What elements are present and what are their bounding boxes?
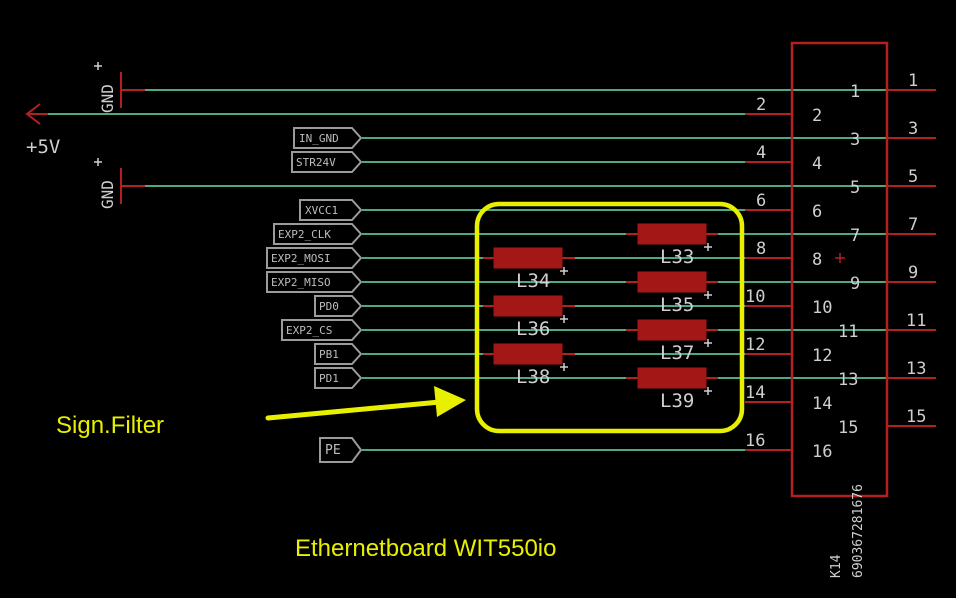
- connector-name-label: K14: [829, 554, 844, 578]
- vcc-label: +5V: [26, 136, 60, 158]
- plus-marker-icon: [94, 62, 102, 70]
- connector-left-stubs: [745, 113, 792, 451]
- net-label-pd0[interactable]: PD0: [314, 295, 363, 317]
- gnd-label-top: GND: [98, 84, 117, 113]
- net-label-in-gnd[interactable]: IN_GND: [293, 127, 363, 149]
- net-label-exp2-mosi[interactable]: EXP2_MOSI: [266, 247, 363, 269]
- pin-inner-13: 13: [838, 370, 858, 390]
- pin-outer-11: 11: [906, 311, 926, 331]
- filter-l38[interactable]: L38: [483, 343, 575, 388]
- net-label-exp2-clk[interactable]: EXP2_CLK: [273, 223, 363, 245]
- svg-text:L37: L37: [660, 342, 694, 364]
- wire-num-12: 12: [745, 335, 765, 355]
- pin-inner-15: 15: [838, 418, 858, 438]
- svg-text:EXP2_CS: EXP2_CS: [286, 324, 332, 337]
- svg-text:EXP2_MOSI: EXP2_MOSI: [271, 252, 331, 265]
- pin-inner-8: 8: [812, 250, 822, 270]
- net-wires: [40, 89, 936, 451]
- svg-text:PB1: PB1: [319, 348, 339, 361]
- pin-outer-9: 9: [908, 263, 918, 283]
- pin-inner-2: 2: [812, 106, 822, 126]
- svg-text:EXP2_CLK: EXP2_CLK: [278, 228, 331, 241]
- board-annotation: Ethernetboard WIT550io: [295, 535, 556, 562]
- svg-text:L33: L33: [660, 246, 694, 268]
- pin-outer-13: 13: [906, 359, 926, 379]
- pin-outer-15: 15: [906, 407, 926, 427]
- svg-text:PD1: PD1: [319, 372, 339, 385]
- filter-l35[interactable]: L35: [626, 271, 718, 316]
- filter-l33[interactable]: L33: [626, 223, 718, 268]
- gnd-symbol-bottom: GND: [94, 158, 145, 209]
- pin-inner-5: 5: [850, 178, 860, 198]
- pin-inner-11: 11: [838, 322, 858, 342]
- svg-text:PE: PE: [325, 443, 341, 458]
- pin-inner-6: 6: [812, 202, 822, 222]
- filter-components: L34 L36 L38 L33 L35: [483, 223, 718, 412]
- wire-num-10: 10: [745, 287, 765, 307]
- net-label-exp2-cs[interactable]: EXP2_CS: [281, 319, 363, 341]
- pin-outer-1: 1: [908, 71, 918, 91]
- pin-inner-1: 1: [850, 82, 860, 102]
- svg-text:L35: L35: [660, 294, 694, 316]
- net-label-pd1[interactable]: PD1: [314, 367, 363, 389]
- pin-inner-4: 4: [812, 154, 822, 174]
- net-label-str24v[interactable]: STR24V: [291, 151, 363, 173]
- plus-marker-icon: [94, 158, 102, 166]
- filter-arrow-icon: [265, 386, 466, 421]
- net-labels: IN_GND STR24V XVCC1 EXP2_CLK EXP2_MOSI E…: [266, 127, 363, 463]
- connector-body: [790, 41, 889, 498]
- svg-text:STR24V: STR24V: [296, 156, 336, 169]
- net-label-exp2-miso[interactable]: EXP2_MISO: [266, 271, 363, 293]
- svg-text:L39: L39: [660, 390, 694, 412]
- filter-l37[interactable]: L37: [626, 319, 718, 364]
- wire-num-14: 14: [745, 383, 765, 403]
- svg-text:EXP2_MISO: EXP2_MISO: [271, 276, 331, 289]
- pin-inner-10: 10: [812, 298, 832, 318]
- net-label-pb1[interactable]: PB1: [314, 343, 363, 365]
- pin-inner-12: 12: [812, 346, 832, 366]
- wire-num-16: 16: [745, 431, 765, 451]
- origin-cross: [835, 253, 845, 263]
- filter-highlight-box: [474, 201, 745, 434]
- svg-text:XVCC1: XVCC1: [305, 204, 338, 217]
- connector-k14: 2 4 6 8 10 12 14 16 1 3 5 7 9 11 13 15 1…: [745, 41, 936, 578]
- svg-text:PD0: PD0: [319, 300, 339, 313]
- filter-l36[interactable]: L36: [483, 295, 575, 340]
- svg-text:L34: L34: [516, 270, 550, 292]
- pin-inner-3: 3: [850, 130, 860, 150]
- pin-inner-7: 7: [850, 226, 860, 246]
- vcc-symbol: +5V: [25, 103, 60, 158]
- pin-inner-9: 9: [850, 274, 860, 294]
- svg-text:L36: L36: [516, 318, 550, 340]
- filter-l39[interactable]: L39: [626, 367, 718, 412]
- gnd-symbol-top: GND: [94, 62, 145, 113]
- connector-part-label: 690367281676: [851, 484, 866, 578]
- pin-outer-5: 5: [908, 167, 918, 187]
- pin-inner-16: 16: [812, 442, 832, 462]
- wire-num-8: 8: [756, 239, 766, 259]
- wire-num-4: 4: [756, 143, 766, 163]
- net-label-xvcc1[interactable]: XVCC1: [299, 199, 363, 221]
- connector-part-number: 690367281676: [851, 484, 866, 578]
- gnd-label-bottom: GND: [98, 180, 117, 209]
- connector-name: K14: [829, 554, 844, 578]
- wire-num-6: 6: [756, 191, 766, 211]
- connector-right-stubs: [887, 89, 936, 427]
- svg-text:IN_GND: IN_GND: [299, 132, 339, 145]
- net-label-pe[interactable]: PE: [319, 437, 363, 463]
- filter-annotation: Sign.Filter: [56, 412, 164, 439]
- pin-inner-14: 14: [812, 394, 832, 414]
- pin-outer-3: 3: [908, 119, 918, 139]
- filter-l34[interactable]: L34: [483, 247, 575, 292]
- wire-num-2: 2: [756, 95, 766, 115]
- svg-text:L38: L38: [516, 366, 550, 388]
- pin-outer-7: 7: [908, 215, 918, 235]
